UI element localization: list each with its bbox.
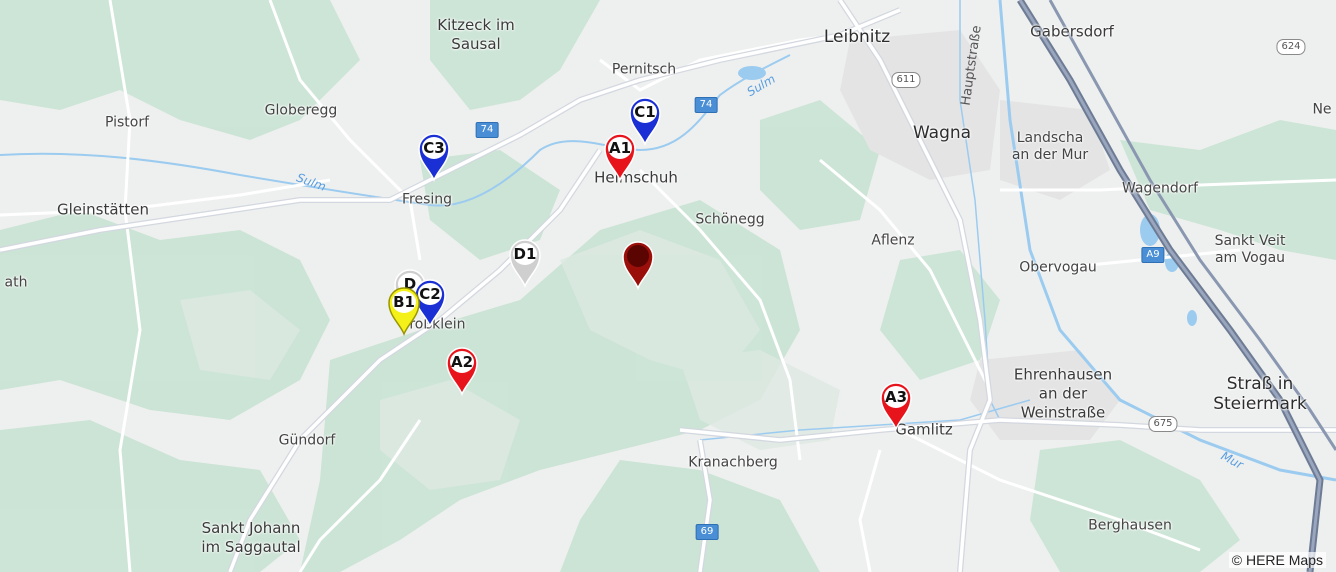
place-ath: ath [4, 274, 28, 291]
map-pin-icon [388, 287, 420, 336]
map-pin-icon [446, 347, 478, 396]
map-marker-a1[interactable]: A1 [602, 132, 638, 182]
map-pin-icon [604, 133, 636, 182]
map-pin-icon [418, 133, 450, 182]
road-shield-74-west: 74 [475, 122, 499, 138]
place-kranachberg: Kranachberg [688, 454, 778, 471]
place-kitzeck: Kitzeck im Sausal [437, 16, 515, 53]
place-sankt-veit: Sankt Veit am Vogau [1214, 233, 1286, 266]
map-marker-a3[interactable]: A3 [878, 381, 914, 431]
place-ehrenhausen: Ehrenhausen an der Weinstraße [1013, 365, 1113, 422]
map-pin-icon [629, 97, 661, 146]
road-shield-69: 69 [695, 524, 719, 540]
place-pistorf: Pistorf [104, 114, 150, 131]
map-marker-label: A3 [884, 388, 908, 406]
map-marker-c3[interactable]: C3 [416, 132, 452, 182]
map-marker-label: B1 [393, 293, 415, 311]
map-marker-dark[interactable] [620, 240, 656, 290]
place-grossklein: Großklein [398, 316, 466, 333]
place-fresing: Fresing [401, 191, 453, 208]
map-marker-label: C2 [419, 285, 441, 303]
hill-shading [180, 230, 840, 490]
place-aflenz: Aflenz [871, 232, 915, 249]
place-pernitsch: Pernitsch [611, 61, 677, 78]
place-gamlitz: Gamlitz [895, 420, 953, 439]
map-marker-c1[interactable]: C1 [627, 96, 663, 146]
place-schonegg: Schönegg [695, 211, 765, 228]
map-pin-icon [880, 382, 912, 431]
place-wagna: Wagna [912, 123, 972, 143]
road-shield-624: 624 [1276, 39, 1306, 55]
place-leibnitz: Leibnitz [823, 27, 891, 47]
map-pin-icon [622, 241, 654, 290]
place-ne: Ne [1312, 101, 1332, 118]
map-marker-label: C1 [634, 103, 656, 121]
place-sankt-johann: Sankt Johann im Saggautal [201, 519, 301, 556]
place-gleinstatten: Gleinstätten [56, 200, 150, 219]
road-shield-a9: A9 [1141, 247, 1165, 263]
place-wagendorf: Wagendorf [1121, 180, 1199, 197]
place-strass: Straß in Steiermark [1213, 374, 1307, 414]
road-shield-675: 675 [1148, 416, 1178, 432]
motorway-a9 [1017, 0, 1336, 572]
map-marker-label: D1 [513, 245, 537, 263]
map-marker-b1[interactable]: B1 [386, 286, 422, 336]
place-landscha: Landscha an der Mur [1011, 130, 1089, 163]
map-copyright: © HERE Maps [1228, 552, 1326, 568]
map-marker-label: A2 [450, 353, 474, 371]
place-globeregg: Globeregg [264, 102, 338, 119]
map-marker-a2[interactable]: A2 [444, 346, 480, 396]
road-shield-611: 611 [891, 72, 921, 88]
map-pin-icon [509, 239, 541, 288]
place-gundorf: Gündorf [278, 432, 336, 449]
map-marker-d1[interactable]: D1 [507, 238, 543, 288]
place-berghausen: Berghausen [1088, 517, 1172, 534]
place-obervogau: Obervogau [1019, 259, 1097, 276]
map-marker-label: A1 [608, 139, 632, 157]
road-shield-74-east: 74 [694, 97, 718, 113]
place-gabersdorf: Gabersdorf [1030, 22, 1114, 41]
place-heimschuh: Heimschuh [594, 168, 678, 187]
map-marker-label: C3 [423, 139, 445, 157]
